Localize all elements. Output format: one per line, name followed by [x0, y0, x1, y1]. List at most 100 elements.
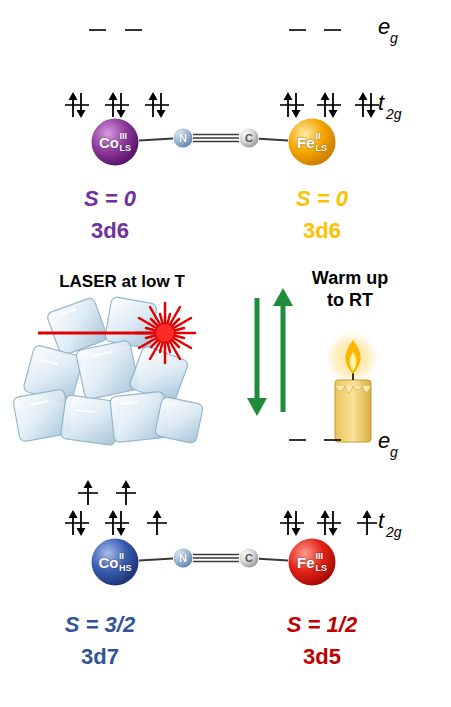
electron-configuration: 3d6 — [50, 218, 170, 244]
atom-sphere — [240, 129, 259, 148]
element-symbol: Fe — [297, 135, 315, 150]
electron-spin-up — [69, 92, 78, 117]
iron-atom: FeIILS — [288, 118, 336, 166]
orbital-subscript: 2g — [386, 106, 402, 123]
oxidation-state: II — [316, 132, 321, 141]
orbital-line — [105, 104, 129, 106]
electron-spin-down — [117, 511, 126, 536]
orbital-line — [280, 104, 304, 106]
chemical-bond — [139, 139, 173, 141]
atom-sphere — [289, 539, 336, 586]
carbon-atom: C — [239, 548, 259, 568]
ice-highlight — [30, 309, 138, 412]
iron-atom: FeIII LS — [288, 538, 336, 586]
laser-burst — [135, 303, 195, 363]
process-label: LASER at low T — [22, 272, 222, 292]
chemical-bond — [259, 559, 288, 561]
candle-flame — [345, 340, 360, 374]
atom-sphere — [240, 549, 259, 568]
nitrogen-atom: N — [173, 548, 193, 568]
electron-spin-up — [149, 92, 158, 117]
electron-spin-up — [321, 92, 330, 117]
process-label: Warm up to RT — [304, 268, 396, 311]
orbital-line — [280, 522, 304, 524]
atom-sphere — [92, 539, 139, 586]
electron-spin-up — [122, 480, 131, 505]
orbital-line — [324, 29, 341, 31]
spin-state: HS — [119, 564, 132, 573]
atom-sphere — [174, 129, 193, 148]
nitrogen-atom: N — [173, 128, 193, 148]
orbital-line — [317, 522, 341, 524]
orbital-line — [65, 522, 89, 524]
oxidation-state: II — [119, 552, 124, 561]
transition-arrow — [281, 304, 286, 412]
orbital-line — [105, 522, 129, 524]
chemical-bond — [193, 555, 239, 562]
element-symbol: Co — [99, 555, 119, 570]
spin-value: S = 3/2 — [35, 612, 165, 638]
electron-spin-up — [321, 510, 330, 535]
element-symbol: N — [179, 133, 187, 144]
electron-configuration: 3d5 — [257, 644, 387, 670]
spin-value: S = 0 — [262, 186, 382, 212]
chemical-bond — [139, 559, 173, 561]
orbital-line — [289, 439, 306, 441]
electron-spin-down — [329, 93, 338, 118]
element-symbol: N — [179, 553, 187, 564]
electron-spin-down — [292, 93, 301, 118]
orbital-subscript: 2g — [386, 524, 402, 541]
electron-configuration: 3d6 — [262, 218, 382, 244]
spin-state: LS — [120, 144, 132, 153]
candle-flame-core — [350, 352, 357, 371]
atom-sphere — [92, 119, 139, 166]
electron-spin-down — [329, 511, 338, 536]
electron-spin-down — [117, 93, 126, 118]
orbital-line — [324, 439, 341, 441]
oxidation-state: III — [316, 552, 324, 561]
atom-sphere — [174, 549, 193, 568]
electron-spin-down — [77, 511, 86, 536]
electron-spin-up — [284, 510, 293, 535]
element-symbol: Co — [99, 135, 119, 150]
cobalt-atom: CoIIILS — [91, 118, 139, 166]
candle-body — [335, 380, 371, 442]
orbital-subscript: g — [390, 30, 398, 47]
element-symbol: Fe — [297, 555, 315, 570]
ice-cube — [75, 340, 139, 400]
electron-spin-down — [157, 93, 166, 118]
electron-spin-up — [109, 510, 118, 535]
electron-configuration: 3d7 — [35, 644, 165, 670]
chemical-bond — [259, 139, 288, 141]
transition-arrow-head — [273, 288, 293, 306]
cobalt-atom: CoII HS — [91, 538, 139, 586]
element-symbol: C — [245, 133, 253, 144]
orbital-label: e — [378, 14, 390, 40]
electron-spin-down — [292, 511, 301, 536]
spin-value: S = 1/2 — [257, 612, 387, 638]
orbital-line — [125, 29, 142, 31]
orbital-line — [317, 104, 341, 106]
transition-arrow — [255, 298, 260, 400]
orbital-subscript: g — [390, 444, 398, 461]
electron-spin-down — [77, 93, 86, 118]
atom-sphere — [289, 119, 336, 166]
orbital-label: t — [378, 508, 384, 534]
orbital-line — [89, 29, 106, 31]
electron-spin-down — [367, 93, 376, 118]
electron-spin-up — [363, 510, 372, 535]
laser-spot — [156, 324, 174, 342]
orbital-line — [145, 104, 169, 106]
transition-arrow-head — [247, 398, 267, 416]
chemical-bond — [193, 135, 239, 142]
spin-value: S = 0 — [50, 186, 170, 212]
electron-spin-up — [84, 480, 93, 505]
electron-spin-up — [69, 510, 78, 535]
ice-cube — [154, 396, 203, 444]
orbital-line — [289, 29, 306, 31]
electron-spin-up — [153, 510, 162, 535]
orbital-line — [65, 104, 89, 106]
electron-spin-up — [284, 92, 293, 117]
spin-state: LS — [316, 564, 328, 573]
orbital-label: t — [378, 90, 384, 116]
